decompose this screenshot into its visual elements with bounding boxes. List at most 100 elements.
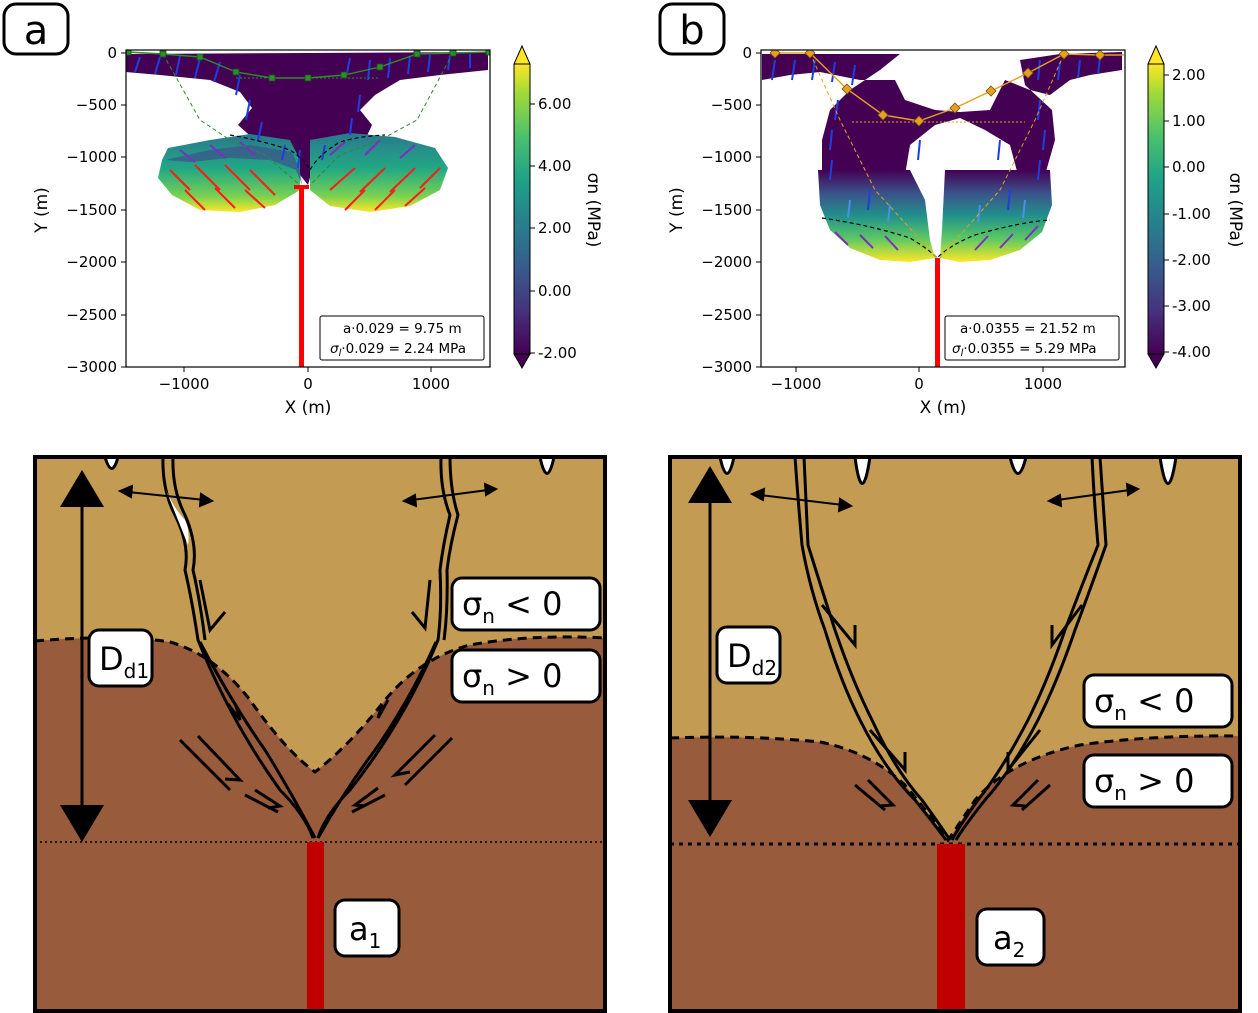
panel-a-legend [319, 315, 485, 361]
panel-a-cbar-tick-3: 0.00 [538, 282, 571, 300]
panel-a-ytick-2: −1000 [66, 148, 117, 166]
panel-b-field [762, 50, 1124, 367]
schematic-b-a-label: a2 [993, 919, 1025, 962]
panel-a-cbar-tick-2: 2.00 [538, 219, 571, 237]
panel-b-purple-ticks [834, 225, 1039, 251]
panel-b-ytick-4: −2000 [701, 253, 752, 271]
schematic-b-right-fracture [954, 456, 1108, 841]
schematic-a-seed-fracture [307, 842, 324, 1011]
schematic-a-pos-label: σn > 0 [462, 657, 562, 700]
schematic-b-opening-arrows [749, 482, 1141, 513]
panel-b-ytick-3: −1500 [701, 201, 752, 219]
panel-a-seed-fracture [299, 188, 304, 367]
panel-b-ytick-1: −500 [711, 96, 752, 114]
panel-b-legend-line1: a·0.0355 = 21.52 m [960, 321, 1096, 337]
panel-a-plot: a [2, 2, 603, 418]
schematic-b-seed-fracture [937, 844, 965, 1011]
panel-b-legend-line2: σl·0.0355 = 5.29 MPa [952, 341, 1097, 359]
panel-a-lobe-shade [165, 145, 302, 185]
panel-b-letter-box [658, 2, 726, 56]
schematic-b-left-fracture [793, 456, 948, 841]
panel-b-legend [944, 315, 1120, 361]
panel-b-plot: b [658, 2, 1245, 418]
panel-a-legend-line1: a·0.029 = 9.75 m [343, 321, 462, 337]
panel-a-ytick-6: −3000 [66, 358, 117, 376]
panel-a-red-ticks [169, 164, 441, 211]
schematic-b-shear-arrows [820, 604, 1084, 812]
schematic-b-frame [668, 455, 1242, 1013]
panel-b-ytick-6: −3000 [701, 358, 752, 376]
panel-b-cbar-label: σn (MPa) [1225, 173, 1245, 248]
schematic-a-upper-layer [35, 457, 605, 772]
panel-b-xlabel: X (m) [920, 398, 967, 418]
schematic-a-a-label: a1 [349, 910, 381, 953]
panel-b-cbar-tick-4: -2.00 [1172, 251, 1211, 269]
panel-a-green-markers [126, 50, 490, 82]
panel-b-blue-ticks [771, 57, 1101, 211]
panel-a-letter: a [24, 8, 49, 54]
schematic-a-stress-boundary [34, 635, 606, 774]
panel-a-purple-ticks [179, 139, 416, 163]
panel-a-blue-ticks [134, 54, 471, 169]
panel-a-boundary [229, 134, 386, 172]
schematic-b-neg-label: σn < 0 [1094, 682, 1194, 725]
panel-b-cbar-tick-1: 1.00 [1172, 112, 1205, 130]
schematic-a-opening-arrows [117, 482, 499, 508]
panel-b-orange-markers [769, 50, 1106, 127]
panel-b-orange-dash-right [939, 53, 1065, 259]
panel-a-xtick-1: 0 [303, 375, 313, 393]
panel-a-ytick-0: 0 [107, 44, 117, 62]
panel-b-right-lobe [940, 170, 1052, 262]
panel-b-orange-dash-left [809, 52, 938, 259]
panel-a-xlabel: X (m) [285, 398, 332, 418]
schematic-b-upper-layer [670, 457, 1240, 840]
panel-b-xtick-1: 0 [914, 375, 924, 393]
panel-b-cbar-tick-5: -3.00 [1172, 297, 1211, 315]
panel-b-cbar-tick-2: 0.00 [1172, 158, 1205, 176]
schematic-a-depth-label: Dd1 [99, 640, 149, 683]
panel-b-ytick-5: −2500 [701, 306, 752, 324]
panel-b-letter: b [679, 8, 704, 54]
panel-a-letter-box [2, 2, 70, 56]
panel-b-ytick-2: −1000 [701, 148, 752, 166]
panel-a-upper-region [126, 52, 488, 185]
panel-a-ytick-1: −500 [76, 96, 117, 114]
panel-a-cbar-label: σn (MPa) [583, 173, 603, 248]
panel-b-colorbar [1148, 64, 1164, 354]
schematic-a-frame [33, 455, 607, 1013]
panel-b-upper-region [762, 52, 1122, 175]
panel-a-ytick-3: −1500 [66, 201, 117, 219]
schematic-b-depth-label: Dd2 [727, 637, 777, 680]
panel-a-ytick-5: −2500 [66, 306, 117, 324]
panel-b-xtick-2: 1000 [1024, 375, 1062, 393]
panel-a-legend-line2: σl·0.029 = 2.24 MPa [330, 341, 466, 359]
schematic-b-stress-boundary [669, 734, 1241, 843]
panel-b-left-lobe [818, 170, 935, 262]
schematic-a: Dd1 σn < 0 σn > 0 a1 [33, 455, 607, 1013]
panel-a-cbar-tick-1: 4.00 [538, 157, 571, 175]
panel-b-ytick-0: 0 [742, 44, 752, 62]
panel-b-ylabel: Y (m) [667, 187, 687, 234]
panel-b-cbar-tick-0: 2.00 [1172, 66, 1205, 84]
schematic-a-right-fracture [316, 456, 452, 839]
panel-a-green-dash-left [162, 53, 301, 186]
panel-b-xtick-0: −1000 [771, 375, 822, 393]
panel-b-cbar-tick-3: -1.00 [1172, 205, 1211, 223]
schematic-a-neg-label: σn < 0 [462, 585, 562, 628]
panel-a-xtick-2: 1000 [412, 375, 450, 393]
schematic-b-pos-label: σn > 0 [1094, 762, 1194, 805]
panel-a-colorbar [514, 64, 530, 354]
panel-a-ytick-4: −2000 [66, 253, 117, 271]
schematic-a-left-fracture [161, 456, 315, 839]
schematic-a-shear-arrows [178, 579, 454, 814]
panel-b-axes [760, 49, 1126, 368]
panel-b-cbar-tick-6: -4.00 [1172, 343, 1211, 361]
panel-b-boundary [821, 217, 1051, 259]
panel-a-green-dash-right [309, 52, 454, 186]
panel-a-cbar-tick-4: -2.00 [538, 344, 577, 362]
panel-a-cbar-tick-0: 6.00 [538, 95, 571, 113]
panel-a-xtick-0: −1000 [159, 375, 210, 393]
panel-a-ylabel: Y (m) [32, 187, 52, 234]
schematic-b: Dd2 σn < 0 σn > 0 a2 [668, 455, 1242, 1013]
